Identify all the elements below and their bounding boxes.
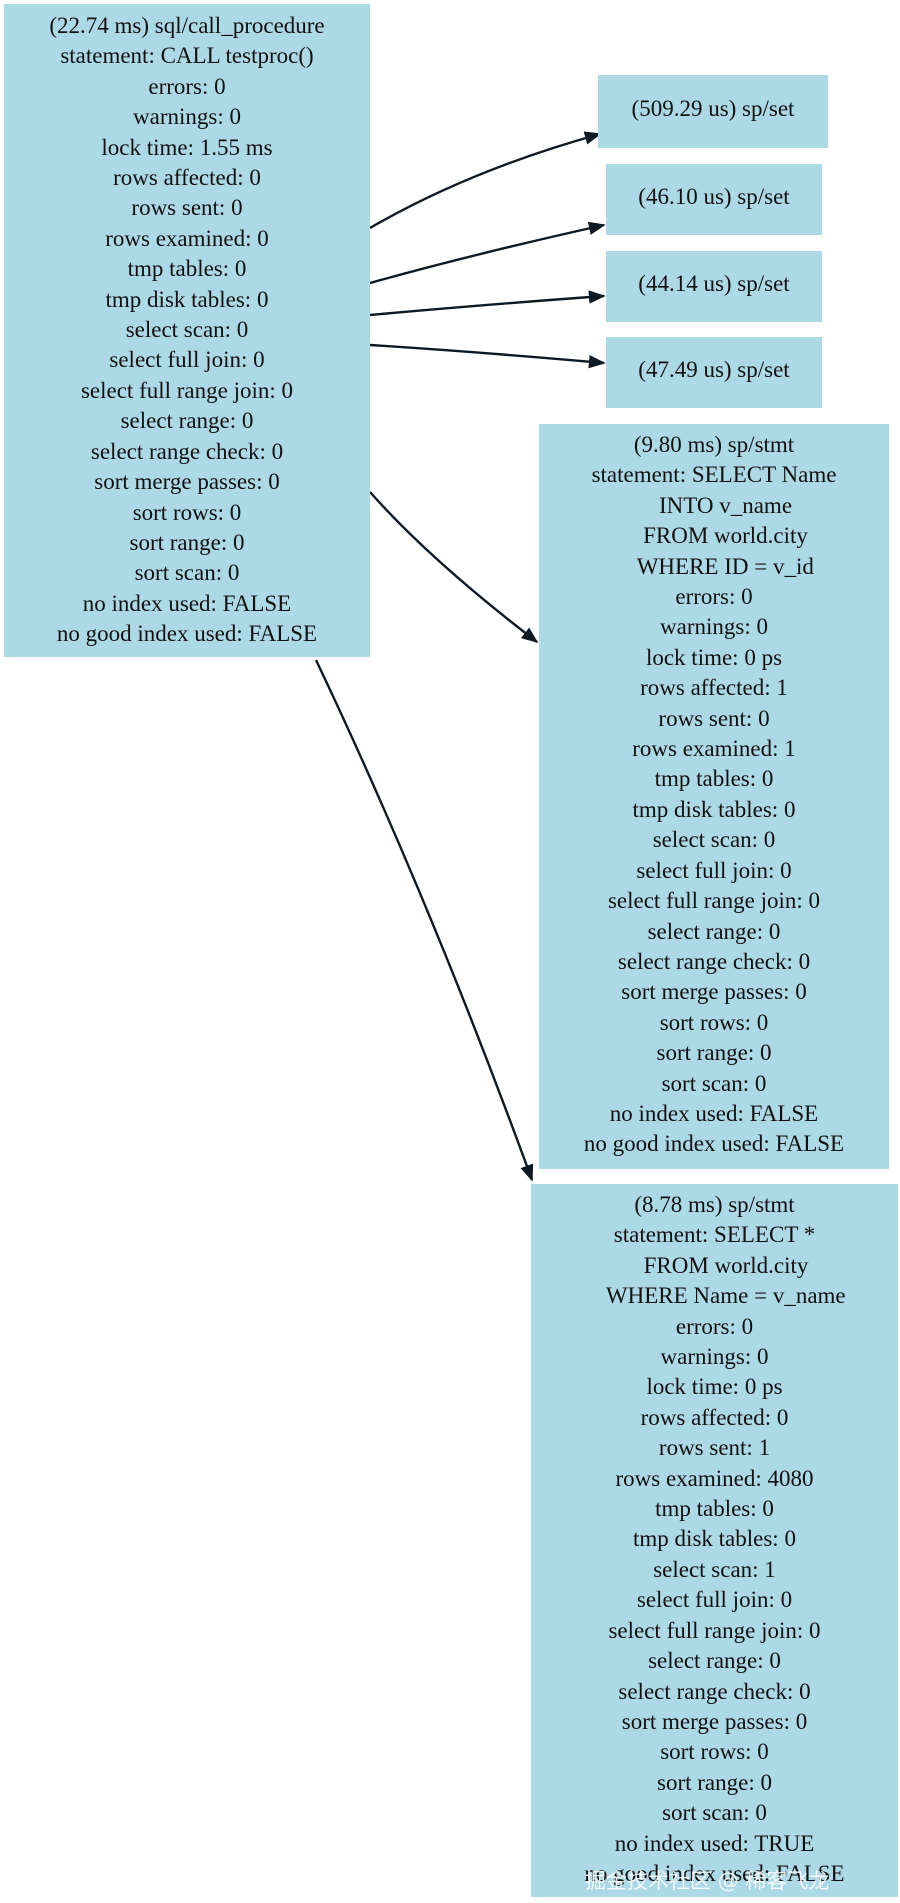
sp-stmt-node-1-line: lock time: 0 ps <box>645 644 783 670</box>
sp-stmt-node-1-line: sort scan: 0 <box>661 1070 767 1096</box>
call-procedure-node-line: sort merge passes: 0 <box>94 469 280 495</box>
sp-stmt-node-1-line: sort rows: 0 <box>659 1009 769 1035</box>
sp-stmt-node-1-line: tmp disk tables: 0 <box>632 796 796 822</box>
sp-stmt-node-1-line: no index used: FALSE <box>609 1100 819 1126</box>
call-procedure-node-line: sort scan: 0 <box>134 560 240 586</box>
call-procedure-node-line: select scan: 0 <box>125 317 249 343</box>
call-procedure-node-line: (22.74 ms) sql/call_procedure <box>49 13 325 38</box>
sp-stmt-node-2-line: WHERE Name = v_name <box>583 1283 846 1309</box>
sp-stmt-node-1-line: no good index used: FALSE <box>583 1131 845 1157</box>
sp-set-node-4: (47.49 us) sp/set <box>606 337 822 408</box>
sp-stmt-node-2-line: sort merge passes: 0 <box>621 1708 808 1734</box>
edge-to-set3 <box>369 290 606 317</box>
sp-stmt-node-2-line: rows examined: 4080 <box>615 1465 814 1491</box>
sp-stmt-node-2-line: lock time: 0 ps <box>646 1374 783 1400</box>
edge-to-set2 <box>369 221 606 285</box>
call-procedure-node-line: no index used: FALSE <box>82 590 292 616</box>
sp-set-node-4-line: (47.49 us) sp/set <box>638 357 790 382</box>
call-procedure-node-line: select full range join: 0 <box>80 377 294 403</box>
call-procedure-node-line: select range: 0 <box>120 408 254 434</box>
call-procedure-node-line: warnings: 0 <box>133 104 241 130</box>
sp-stmt-node-1-line: select full join: 0 <box>636 857 792 883</box>
sp-stmt-node-2-line: select full join: 0 <box>636 1587 793 1613</box>
sp-set-node-3-line: (44.14 us) sp/set <box>638 271 790 296</box>
sp-stmt-node-2-line: sort range: 0 <box>657 1769 772 1795</box>
sp-stmt-node-2-line: FROM world.city <box>620 1252 809 1278</box>
edge-to-stmt1 <box>369 491 539 644</box>
edge-to-set4 <box>369 343 606 369</box>
sp-stmt-node-2-line: sort rows: 0 <box>660 1739 769 1765</box>
sp-set-node-1: (509.29 us) sp/set <box>598 75 828 148</box>
call-procedure-node: (22.74 ms) sql/call_procedure statement: … <box>4 4 370 657</box>
sp-stmt-node-1-line: INTO v_name <box>635 492 793 518</box>
sp-stmt-node-1-line: select range check: 0 <box>617 948 811 974</box>
sp-stmt-node-2: (8.78 ms) sp/stmt statement: SELECT * FRO… <box>531 1184 898 1897</box>
sp-stmt-node-1-line: warnings: 0 <box>660 614 768 640</box>
sp-stmt-node-1-line: rows affected: 1 <box>640 675 788 701</box>
call-procedure-node-line: rows affected: 0 <box>113 165 261 191</box>
call-procedure-node-line: no good index used: FALSE <box>56 621 318 647</box>
sp-stmt-node-2-line: select range check: 0 <box>618 1678 811 1704</box>
sp-stmt-node-1-line: (9.80 ms) sp/stmt <box>633 432 795 457</box>
call-procedure-node-line: rows sent: 0 <box>131 195 243 221</box>
sp-stmt-node-2-line: select scan: 1 <box>653 1556 776 1582</box>
watermark: 掘金技术社区 @ 稀客飞龙 <box>585 1869 830 1893</box>
call-procedure-node-line: rows examined: 0 <box>105 225 269 251</box>
sp-stmt-node-1-line: errors: 0 <box>675 584 753 610</box>
sp-stmt-node-1-line: select full range join: 0 <box>607 888 821 914</box>
call-procedure-node-line: sort range: 0 <box>129 529 245 555</box>
call-procedure-node-line: statement: CALL testproc() <box>60 43 314 69</box>
sp-stmt-node-2-line: select full range join: 0 <box>608 1617 821 1643</box>
sp-stmt-node-2-line: rows affected: 0 <box>640 1404 789 1430</box>
sp-stmt-node-2-line: tmp tables: 0 <box>655 1496 774 1522</box>
sp-stmt-node-2-line: errors: 0 <box>675 1313 754 1339</box>
call-procedure-node-line: errors: 0 <box>148 73 226 99</box>
call-procedure-node-line: sort rows: 0 <box>132 499 242 525</box>
sp-stmt-node-1-line: statement: SELECT Name <box>591 462 837 488</box>
sp-set-node-2-line: (46.10 us) sp/set <box>638 184 790 209</box>
sp-stmt-node-2-line: statement: SELECT * <box>613 1222 816 1248</box>
call-procedure-node-line: lock time: 1.55 ms <box>101 134 273 160</box>
sp-set-node-1-line: (509.29 us) sp/set <box>631 96 795 121</box>
sp-stmt-node-2-line: (8.78 ms) sp/stmt <box>634 1192 795 1217</box>
sp-stmt-node-2-line: no good index used: FALSE <box>584 1860 845 1886</box>
sp-set-node-2: (46.10 us) sp/set <box>606 164 822 235</box>
call-procedure-node-line: tmp disk tables: 0 <box>105 286 269 312</box>
edge-to-set1 <box>369 131 602 230</box>
sp-stmt-node-2-line: warnings: 0 <box>660 1344 769 1370</box>
sp-stmt-node-2-line: no index used: TRUE <box>614 1830 815 1856</box>
sp-stmt-node-2-line: rows sent: 1 <box>658 1435 771 1461</box>
sp-stmt-node-2-line: sort scan: 0 <box>662 1800 767 1826</box>
sp-stmt-node-1-line: rows sent: 0 <box>658 705 770 731</box>
sp-stmt-node-1-line: sort range: 0 <box>656 1040 772 1066</box>
sp-stmt-node-1-line: tmp tables: 0 <box>654 766 774 792</box>
call-procedure-node-line: select full join: 0 <box>109 347 265 373</box>
sp-stmt-node-1-line: sort merge passes: 0 <box>621 979 807 1005</box>
sp-stmt-node-2-line: select range: 0 <box>648 1648 781 1674</box>
edge-to-stmt2 <box>314 659 534 1182</box>
sp-stmt-node-1-line: rows examined: 1 <box>632 736 796 762</box>
sp-stmt-node-1-line: WHERE ID = v_id <box>614 553 814 579</box>
sp-stmt-node-1-line: FROM world.city <box>620 523 808 549</box>
call-procedure-node-line: tmp tables: 0 <box>127 256 247 282</box>
sp-stmt-node-2-line: tmp disk tables: 0 <box>633 1526 796 1552</box>
sp-stmt-node-1-line: select range: 0 <box>647 918 781 944</box>
sp-stmt-node-1-line: select scan: 0 <box>652 827 776 853</box>
call-procedure-node-line: select range check: 0 <box>90 438 284 464</box>
sp-set-node-3: (44.14 us) sp/set <box>606 251 822 322</box>
